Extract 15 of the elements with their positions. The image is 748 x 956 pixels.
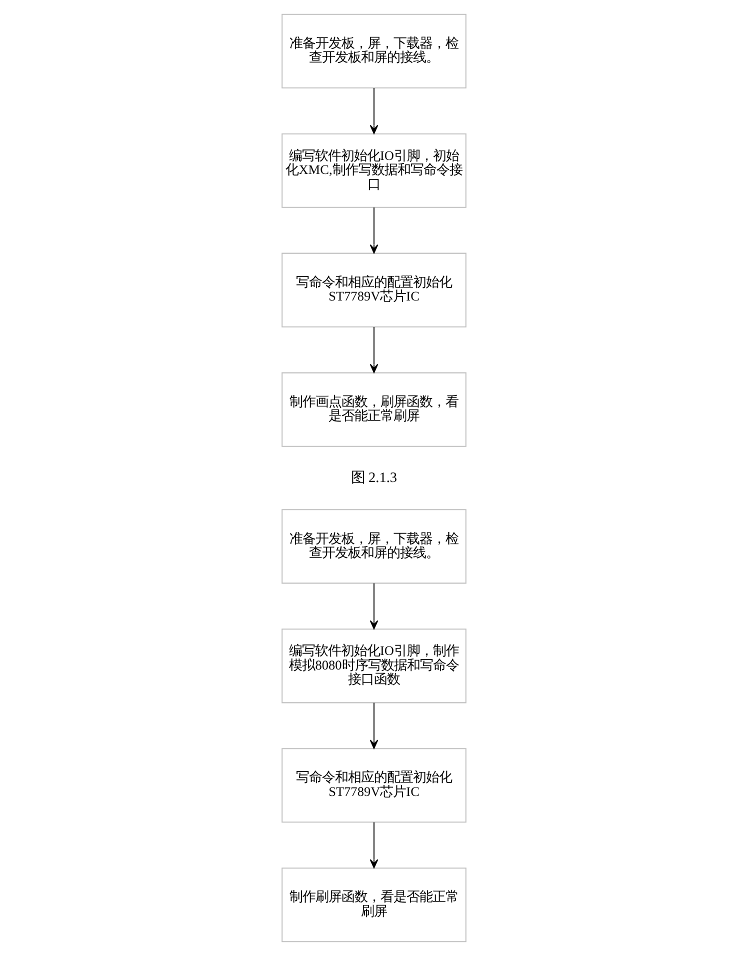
node-box: 准备开发板，屏，下载器，检查开发板和屏的接线。 <box>282 14 466 88</box>
arrow <box>370 822 378 868</box>
label: 图 2.1.3 <box>350 470 398 486</box>
arrow <box>370 702 378 749</box>
node-box: 编写软件初始化IO引脚，制作模拟8080时序写数据和写命令接口函数 <box>282 628 466 704</box>
arrow <box>370 208 378 254</box>
node-box: 写命令和相应的配置初始化ST7789V芯片IC <box>282 252 466 328</box>
node-box: 制作刷屏函数，看是否能正常刷屏 <box>282 868 466 942</box>
arrow <box>370 583 378 630</box>
arrow <box>370 88 378 134</box>
node-box: 制作画点函数，刷屏函数，看是否能正常刷屏 <box>282 372 466 447</box>
arrow <box>370 326 378 373</box>
node-box: 编写软件初始化IO引脚，初始化XMC,制作写数据和写命令接口 <box>282 133 466 208</box>
node-box: 准备开发板，屏，下载器，检查开发板和屏的接线。 <box>282 509 466 584</box>
node-box: 写命令和相应的配置初始化ST7789V芯片IC <box>282 748 466 823</box>
